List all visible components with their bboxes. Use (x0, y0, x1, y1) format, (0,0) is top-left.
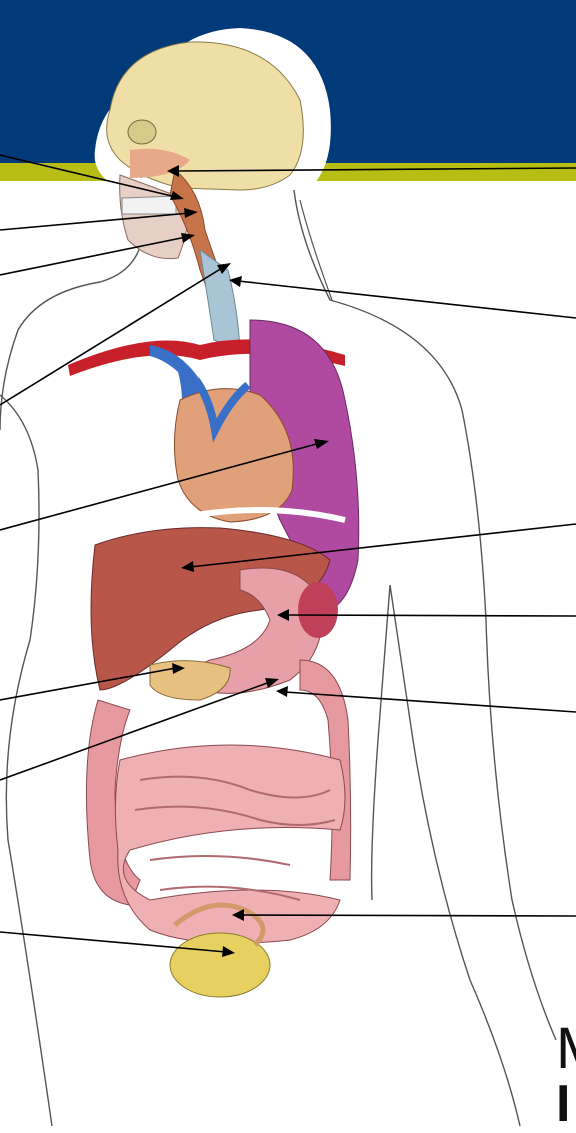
eye-socket (128, 120, 156, 144)
neck-outline (300, 200, 332, 300)
pointer-right-2 (238, 281, 576, 318)
spleen (298, 582, 338, 638)
pointer-right-6 (241, 915, 576, 916)
pointer-right-4 (286, 615, 576, 616)
small-intestine (115, 745, 345, 943)
teeth (122, 196, 176, 214)
corner-text-2: I (556, 1078, 570, 1130)
pancreas (150, 661, 230, 700)
corner-text-1: M (556, 1020, 576, 1078)
arrowhead (276, 686, 288, 697)
arm-right-outline (372, 585, 520, 1126)
torso-left-outline (0, 395, 52, 1126)
